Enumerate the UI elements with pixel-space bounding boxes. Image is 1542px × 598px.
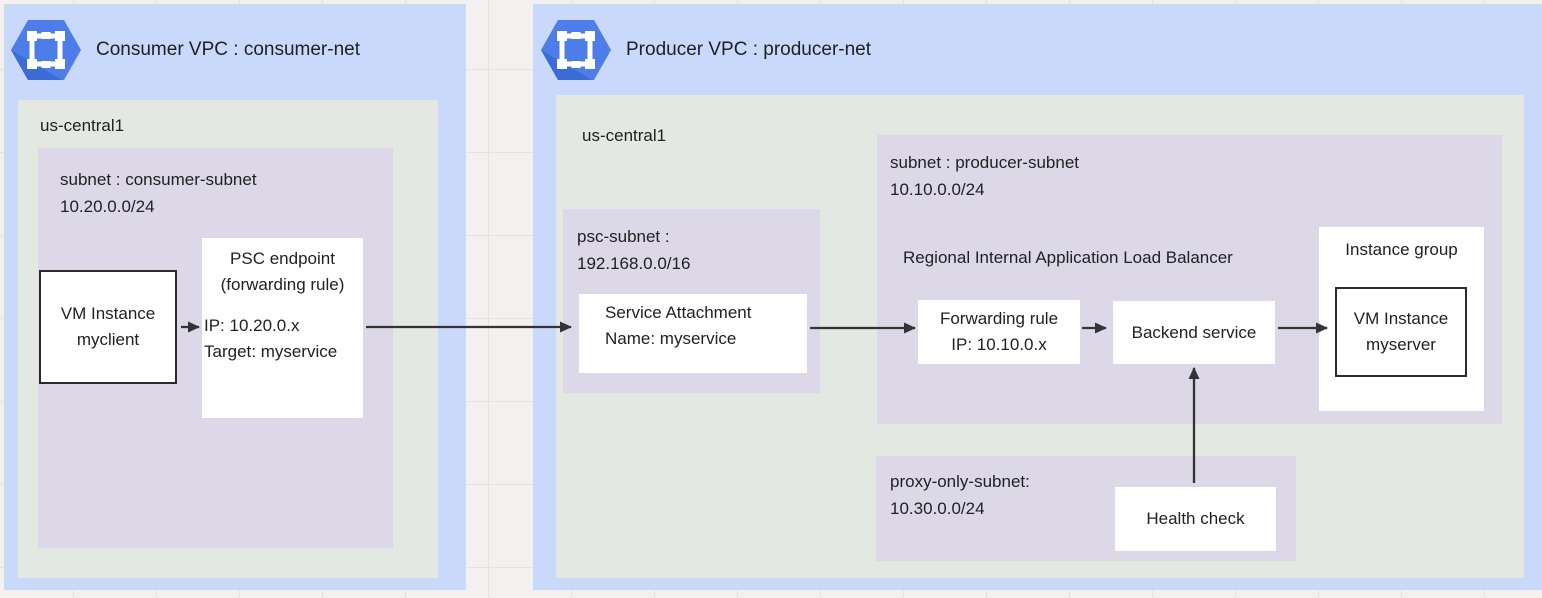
psc-subnet-name: psc-subnet :	[577, 227, 670, 246]
consumer-subnet-label: subnet : consumer-subnet 10.20.0.0/24	[60, 166, 257, 220]
producer-subnet: subnet : producer-subnet 10.10.0.0/24 Re…	[877, 135, 1502, 424]
psc-endpoint-ip: IP: 10.20.0.x	[204, 316, 300, 335]
producer-subnet-name: subnet : producer-subnet	[890, 153, 1080, 172]
consumer-region-label: us-central1	[40, 116, 125, 135]
psc-endpoint-detail: IP: 10.20.0.x Target: myservice	[202, 313, 363, 365]
proxy-only-subnet-cidr: 10.30.0.0/24	[890, 499, 985, 518]
consumer-vpc-header: Consumer VPC : consumer-net	[10, 18, 360, 82]
producer-vpc-header: Producer VPC : producer-net	[540, 18, 871, 82]
backend-service-label: Backend service	[1131, 322, 1257, 342]
psc-subnet-cidr: 192.168.0.0/16	[577, 254, 691, 273]
health-check-label: Health check	[1146, 509, 1245, 528]
psc-subnet: psc-subnet : 192.168.0.0/16 Service Atta…	[563, 209, 820, 393]
vm-instance-myclient-line2: myclient	[76, 330, 140, 349]
service-attachment-line1: Service Attachment	[605, 303, 752, 322]
proxy-only-subnet: proxy-only-subnet: 10.30.0.0/24 Health c…	[876, 456, 1296, 561]
vm-instance-myserver-line1: VM Instance	[1353, 309, 1449, 328]
consumer-region: us-central1 subnet : consumer-subnet 10.…	[18, 100, 438, 578]
producer-region: us-central1 psc-subnet : 192.168.0.0/16 …	[556, 95, 1524, 578]
producer-vpc-title: Producer VPC : producer-net	[626, 39, 872, 60]
vm-instance-myclient-line1: VM Instance	[60, 304, 156, 323]
vm-instance-myclient-node: VM Instance myclient	[39, 270, 177, 384]
consumer-vpc-container: Consumer VPC : consumer-net us-central1 …	[4, 4, 466, 590]
service-attachment-node: Service Attachment Name: myservice	[579, 294, 807, 373]
vpc-network-icon	[540, 18, 612, 82]
producer-vpc-container: Producer VPC : producer-net us-central1 …	[533, 4, 1542, 590]
regional-internal-alb-label: Regional Internal Application Load Balan…	[903, 248, 1233, 267]
vm-instance-myserver-node: VM Instance myserver	[1335, 287, 1467, 377]
instance-group-node: Instance group VM Instance myserver	[1319, 227, 1484, 411]
forwarding-rule-line1: Forwarding rule	[939, 309, 1059, 328]
producer-subnet-label: subnet : producer-subnet 10.10.0.0/24	[890, 149, 1079, 203]
forwarding-rule-node: Forwarding rule IP: 10.10.0.x	[918, 300, 1080, 364]
vpc-network-icon	[10, 18, 82, 82]
psc-endpoint-title: PSC endpoint (forwarding rule)	[220, 249, 345, 294]
backend-service-node: Backend service	[1113, 301, 1275, 364]
producer-region-label: us-central1	[582, 126, 667, 145]
forwarding-rule-line2: IP: 10.10.0.x	[951, 335, 1047, 354]
psc-endpoint-target: Target: myservice	[204, 342, 338, 361]
health-check-node: Health check	[1115, 487, 1276, 551]
service-attachment-line2: Name: myservice	[605, 329, 737, 348]
proxy-only-subnet-label: proxy-only-subnet: 10.30.0.0/24	[890, 468, 1030, 522]
proxy-only-subnet-name: proxy-only-subnet:	[890, 472, 1030, 491]
psc-subnet-label: psc-subnet : 192.168.0.0/16	[577, 223, 690, 277]
consumer-subnet-cidr: 10.20.0.0/24	[60, 197, 155, 216]
consumer-subnet: subnet : consumer-subnet 10.20.0.0/24 VM…	[38, 148, 393, 548]
consumer-vpc-title: Consumer VPC : consumer-net	[96, 39, 360, 60]
psc-endpoint-node: PSC endpoint (forwarding rule) IP: 10.20…	[202, 238, 363, 418]
producer-subnet-cidr: 10.10.0.0/24	[890, 180, 985, 199]
vm-instance-myserver-line2: myserver	[1366, 335, 1436, 354]
instance-group-label: Instance group	[1345, 240, 1458, 259]
consumer-subnet-name: subnet : consumer-subnet	[60, 170, 257, 189]
